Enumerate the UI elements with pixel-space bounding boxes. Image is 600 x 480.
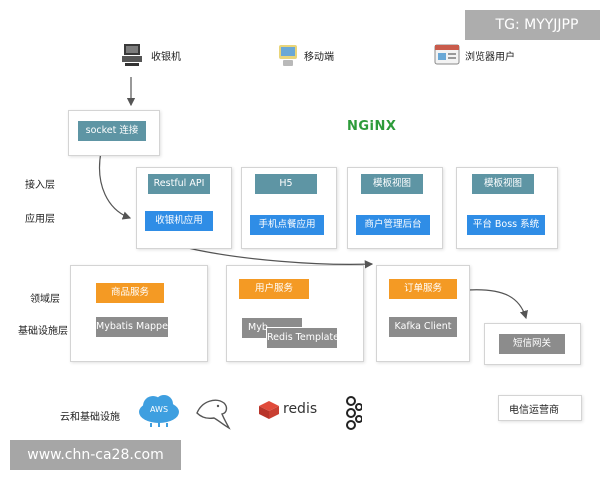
telecom-label: 电信运营商	[509, 405, 559, 416]
tag-h5: H5	[255, 174, 317, 194]
browser-label: 浏览器用户	[465, 52, 515, 63]
domain-panel-product	[70, 265, 208, 362]
order-to-sms-arrow	[467, 289, 528, 320]
tag-order-service: 订单服务	[389, 279, 457, 299]
application-layer-label: 应用层	[25, 214, 55, 225]
redis-text: redis	[283, 401, 318, 417]
tag-merchant-admin: 商户管理后台	[356, 215, 430, 235]
tag-product-service: 商品服务	[96, 283, 164, 303]
infrastructure-layer-label: 基础设施层	[18, 326, 68, 337]
tag-template-view-2: 模板视图	[472, 174, 534, 194]
browser-client	[434, 44, 460, 70]
telecom-panel	[498, 395, 582, 421]
tag-kafka-client: Kafka Client	[389, 317, 457, 337]
mysql-dolphin-icon	[196, 399, 231, 430]
kafka-icon	[346, 396, 363, 430]
cloud-layer-label: 云和基础设施	[60, 412, 120, 423]
tag-template-view-1: 模板视图	[361, 174, 423, 194]
kafka-logo	[340, 396, 363, 434]
tg-watermark: TG: MYYJJPP	[465, 10, 600, 40]
cloud-aws-logo	[136, 392, 182, 432]
nginx-logo: NGiNX	[347, 119, 397, 134]
tag-user-service: 用户服务	[239, 279, 309, 299]
cloud-icon	[139, 395, 179, 427]
cashier-client	[121, 43, 143, 71]
site-watermark: www.chn-ca28.com	[10, 440, 181, 470]
socket-to-cashier-app-arrow	[99, 151, 132, 220]
tag-cashier-app: 收银机应用	[145, 211, 213, 231]
app-to-order-arrow	[187, 247, 374, 269]
tag-mobile-order-app: 手机点餐应用	[250, 215, 324, 235]
cashier-label: 收银机	[151, 52, 181, 63]
aws-label: AWS	[150, 405, 169, 414]
browser-window-icon	[434, 44, 460, 65]
access-layer-label: 接入层	[25, 180, 55, 191]
tag-mybatis-mapper: Mybatis Mapper	[96, 317, 168, 337]
cash-register-icon	[122, 44, 142, 66]
redis-cube-icon	[259, 401, 279, 419]
mobile-device-icon	[279, 45, 297, 66]
tag-restful-api: Restful API	[148, 174, 210, 194]
tag-boss-system: 平台 Boss 系统	[467, 215, 545, 235]
mobile-label: 移动端	[304, 52, 334, 63]
mysql-logo	[194, 393, 232, 435]
domain-layer-label: 领域层	[30, 294, 60, 305]
tag-redis-template: Redis Template	[266, 327, 338, 349]
tag-sms-gateway: 短信网关	[499, 334, 565, 354]
redis-logo	[258, 400, 280, 424]
socket-connection-tag: socket 连接	[78, 121, 146, 141]
mobile-client	[277, 43, 299, 71]
